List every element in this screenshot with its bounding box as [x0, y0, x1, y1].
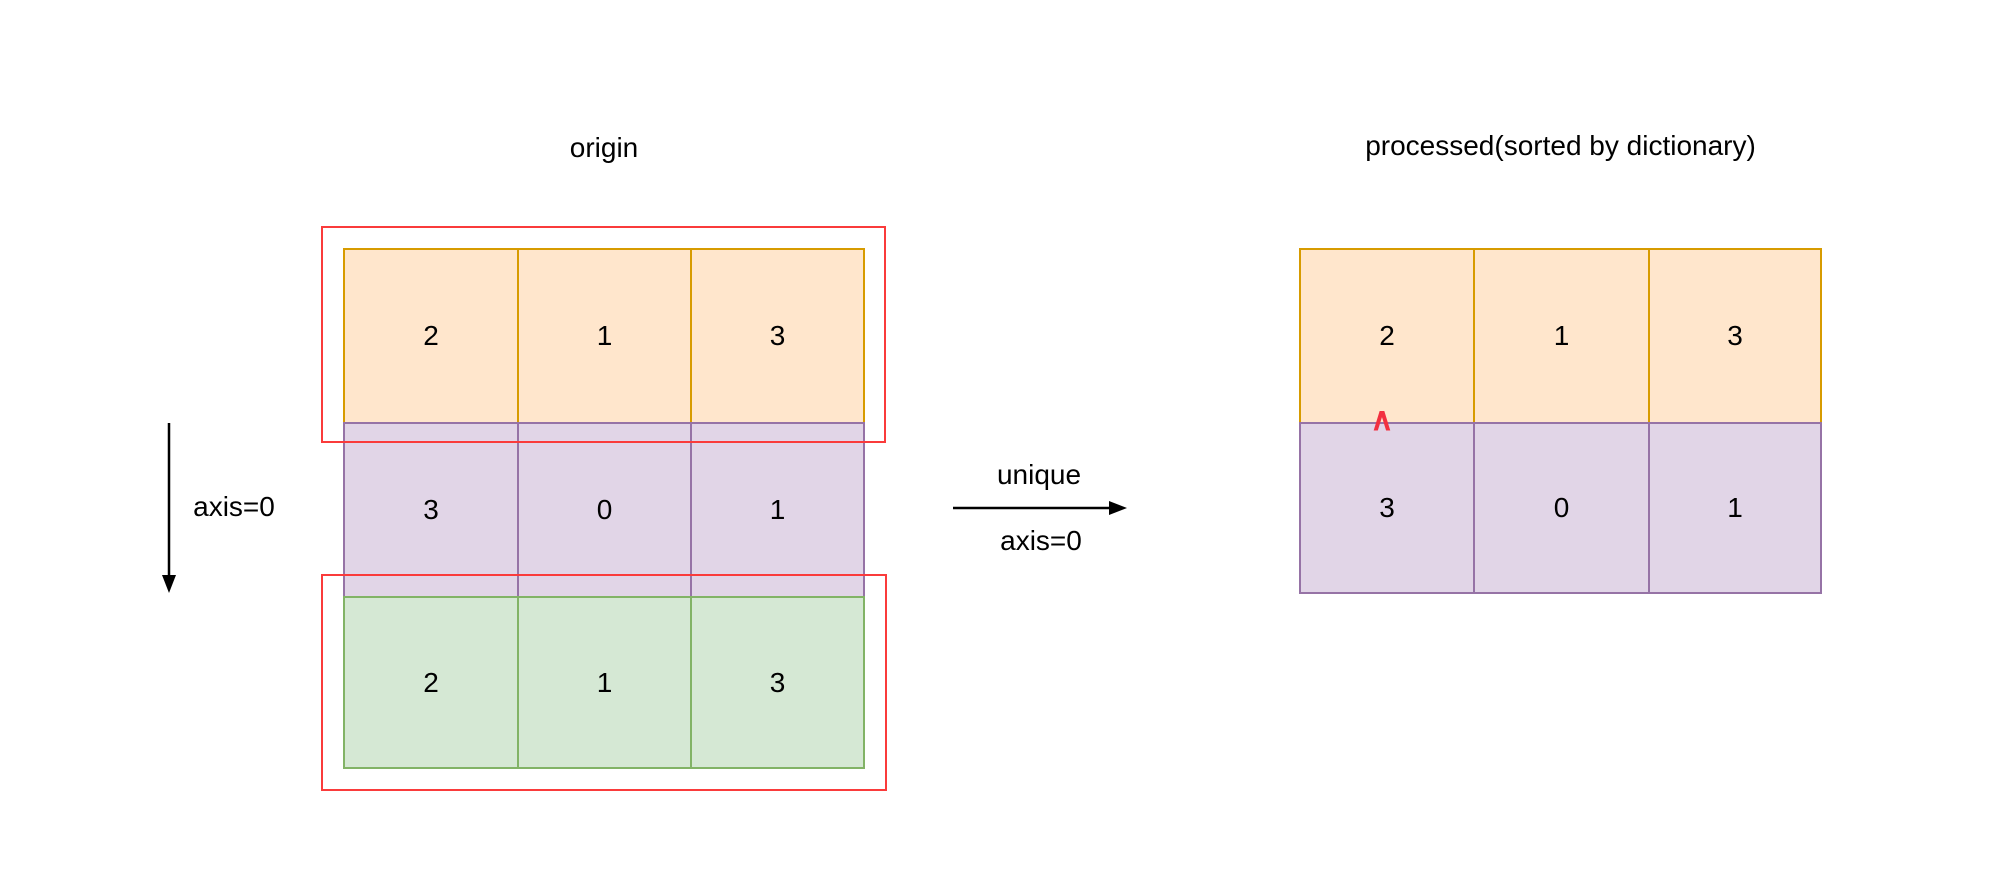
matrix-cell: 2: [1299, 248, 1473, 422]
matrix-cell: 3: [1299, 422, 1473, 594]
unique-label: unique: [996, 459, 1082, 490]
matrix-cell: 0: [1473, 422, 1648, 594]
duplicate-row-highlight-bottom: [321, 574, 887, 791]
matrix-cell: 2: [343, 248, 517, 422]
matrix-cell: 1: [517, 596, 690, 769]
matrix-cell: 1: [517, 248, 690, 422]
axis0-label-middle: axis=0: [1000, 525, 1082, 556]
axis0-down-arrow-icon: [162, 423, 176, 593]
axis0-label-left: axis=0: [193, 491, 275, 522]
origin-matrix-title: origin: [569, 132, 639, 163]
processed-matrix: 2 1 3 3 0 1: [1299, 248, 1822, 594]
caret-icon: ∧: [1370, 401, 1394, 437]
matrix-cell: 1: [1648, 422, 1822, 594]
matrix-cell: 3: [690, 248, 865, 422]
origin-matrix: 2 1 3 3 0 1 2 1 3: [343, 248, 865, 769]
matrix-cell: 2: [343, 596, 517, 769]
matrix-cell: 3: [343, 422, 517, 596]
duplicate-row-highlight-top: [321, 226, 886, 443]
matrix-cell: 0: [517, 422, 690, 596]
matrix-cell: 1: [690, 422, 865, 596]
matrix-cell: 3: [1648, 248, 1822, 422]
matrix-cell: 1: [1473, 248, 1648, 422]
unique-transform-arrow-icon: [953, 501, 1127, 515]
matrix-cell: 3: [690, 596, 865, 769]
processed-matrix-title: processed(sorted by dictionary): [1365, 130, 1756, 161]
